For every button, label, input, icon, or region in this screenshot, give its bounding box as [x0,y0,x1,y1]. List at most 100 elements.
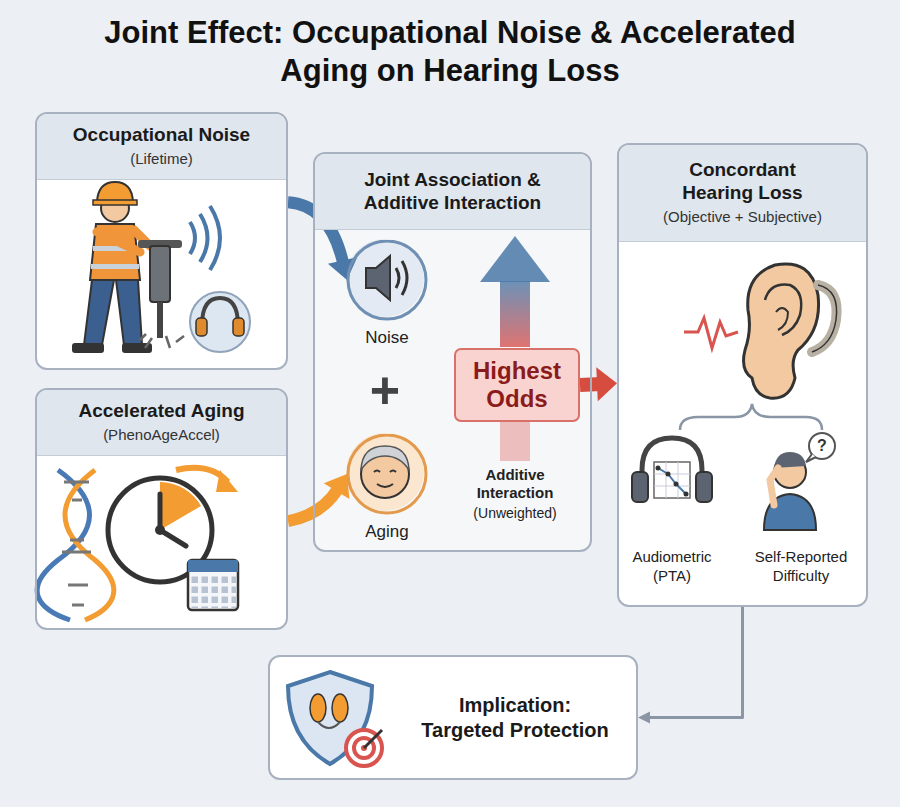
earmuff-icon-part [196,318,207,336]
exposure-box: Accelerated Aging (PhenoAgeAccel) [35,388,288,630]
box-fills-part [618,144,867,606]
shield-icon-part [310,694,326,722]
worker-icon-part [157,302,163,338]
implication-box: Implication: Targeted Protection [268,655,638,780]
elder-face-icon-part [374,471,396,473]
diagram-title: Joint Effect: Occupational Noise & Accel… [100,14,800,91]
dna-clock-icon-part [160,494,186,546]
speaker-icon-part [366,256,390,300]
worker-icon-part [190,222,195,254]
shield-icon-part [346,730,382,766]
circle-outline [337,434,437,518]
headphones-icon [632,438,712,502]
listener-icon-part [770,468,778,505]
headphones-icon-part [658,468,686,494]
box-subheading: (Lifetime) [130,150,193,169]
headphones-icon-part [654,462,690,498]
headphones-icon-part [666,472,671,477]
box-fills-part [36,389,287,629]
result-text: Highest Odds [460,357,574,412]
connector-arrow [580,367,617,401]
headphones-icon-part [696,472,712,502]
worker-icon-part [210,206,220,270]
elder-face-icon-part [377,484,393,487]
implication-text: Implication: Targeted Protection [416,693,614,743]
earmuff-icon-part [190,292,250,352]
ear-icon-part [765,285,801,335]
ear-icon-part [776,308,788,330]
dna-clock-icon-part [190,575,236,608]
earmuff-icon [190,292,250,352]
additive-arrow-part [500,281,530,347]
headphones-icon-part [674,482,679,487]
circle-outline-part [348,241,426,319]
earmuff-icon-part [233,318,244,336]
ear-icon-part [812,285,837,352]
ear-icon [680,264,837,430]
headphones-icon-part [654,462,690,498]
dna-clock-icon-part [216,470,238,492]
worker-icon-part [97,182,133,202]
factor-circle: Aging [337,434,437,546]
connector-arrow [638,607,743,724]
worker-icon-part [140,334,184,348]
dna-clock-icon-part [155,525,165,535]
factor-circle: Noise [337,240,437,355]
listener-icon-part [806,454,816,462]
box-fills [36,113,867,779]
header-band: Occupational Noise (Lifetime) [37,114,286,180]
header-band: Concordant Hearing Loss (Objective + Subj… [619,145,866,242]
measure-label: Audiometric (PTA) [622,548,722,586]
worker-icon-part [91,264,139,269]
connector-arrow-part [638,712,650,724]
header-band: Joint Association & Additive Interaction [315,154,590,230]
circle-label: Noise [337,328,437,348]
measure-label: Self-Reported Difficulty [742,548,860,586]
ear-icon-part [744,264,819,398]
result-box: Highest Odds [454,348,580,422]
question-mark: ? [813,436,831,455]
worker-icon [72,182,220,353]
box-fills-part [269,656,637,779]
dna-clock-icon-part [188,560,238,572]
ear-icon-part [680,404,822,430]
dna-clock-icon-part [160,482,201,530]
elder-face-icon-part [361,446,409,470]
worker-icon-part [200,214,208,262]
headphones-icon-part [684,492,689,497]
connector-arrow-part [648,607,743,718]
interaction-label: Additive Interaction [455,466,575,502]
exposure-box: Occupational Noise (Lifetime) [35,112,288,370]
box-fills-part [36,113,287,369]
dna-clock-icon-part [65,470,114,620]
circle-outline [337,240,437,324]
box-heading: Occupational Noise [73,124,250,147]
shield-icon-part [318,722,340,728]
speaker-icon-part [396,261,407,295]
dna-clock-icon-part [188,560,238,610]
box-heading: Concordant Hearing Loss [663,159,823,205]
worker-icon-part [97,232,140,252]
worker-icon-part [116,280,142,345]
shield-icon-part [364,730,382,748]
listener-icon [764,433,835,530]
dna-clock-icon-part [62,482,91,605]
box-fills-part [314,153,591,551]
dna-clock-icon [37,468,238,620]
box-heading: Accelerated Aging [78,400,244,423]
headphones-icon-part [656,466,661,471]
elder-face-icon [361,446,409,498]
box-subheading: (PhenoAgeAccel) [103,426,220,445]
circle-label: Aging [337,522,437,542]
shield-icon [288,672,382,766]
connector-arrow [288,474,349,521]
box-heading: Joint Association & Additive Interaction [335,169,570,215]
worker-icon-part [84,280,114,345]
header-band: Accelerated Aging (PhenoAgeAccel) [37,390,286,456]
worker-icon-part [93,200,137,205]
method-note: (Unweighted) [455,505,575,522]
box-subheading: (Objective + Subjective) [663,208,822,227]
speaker-icon [366,256,407,300]
connector-arrow-part [324,474,350,499]
